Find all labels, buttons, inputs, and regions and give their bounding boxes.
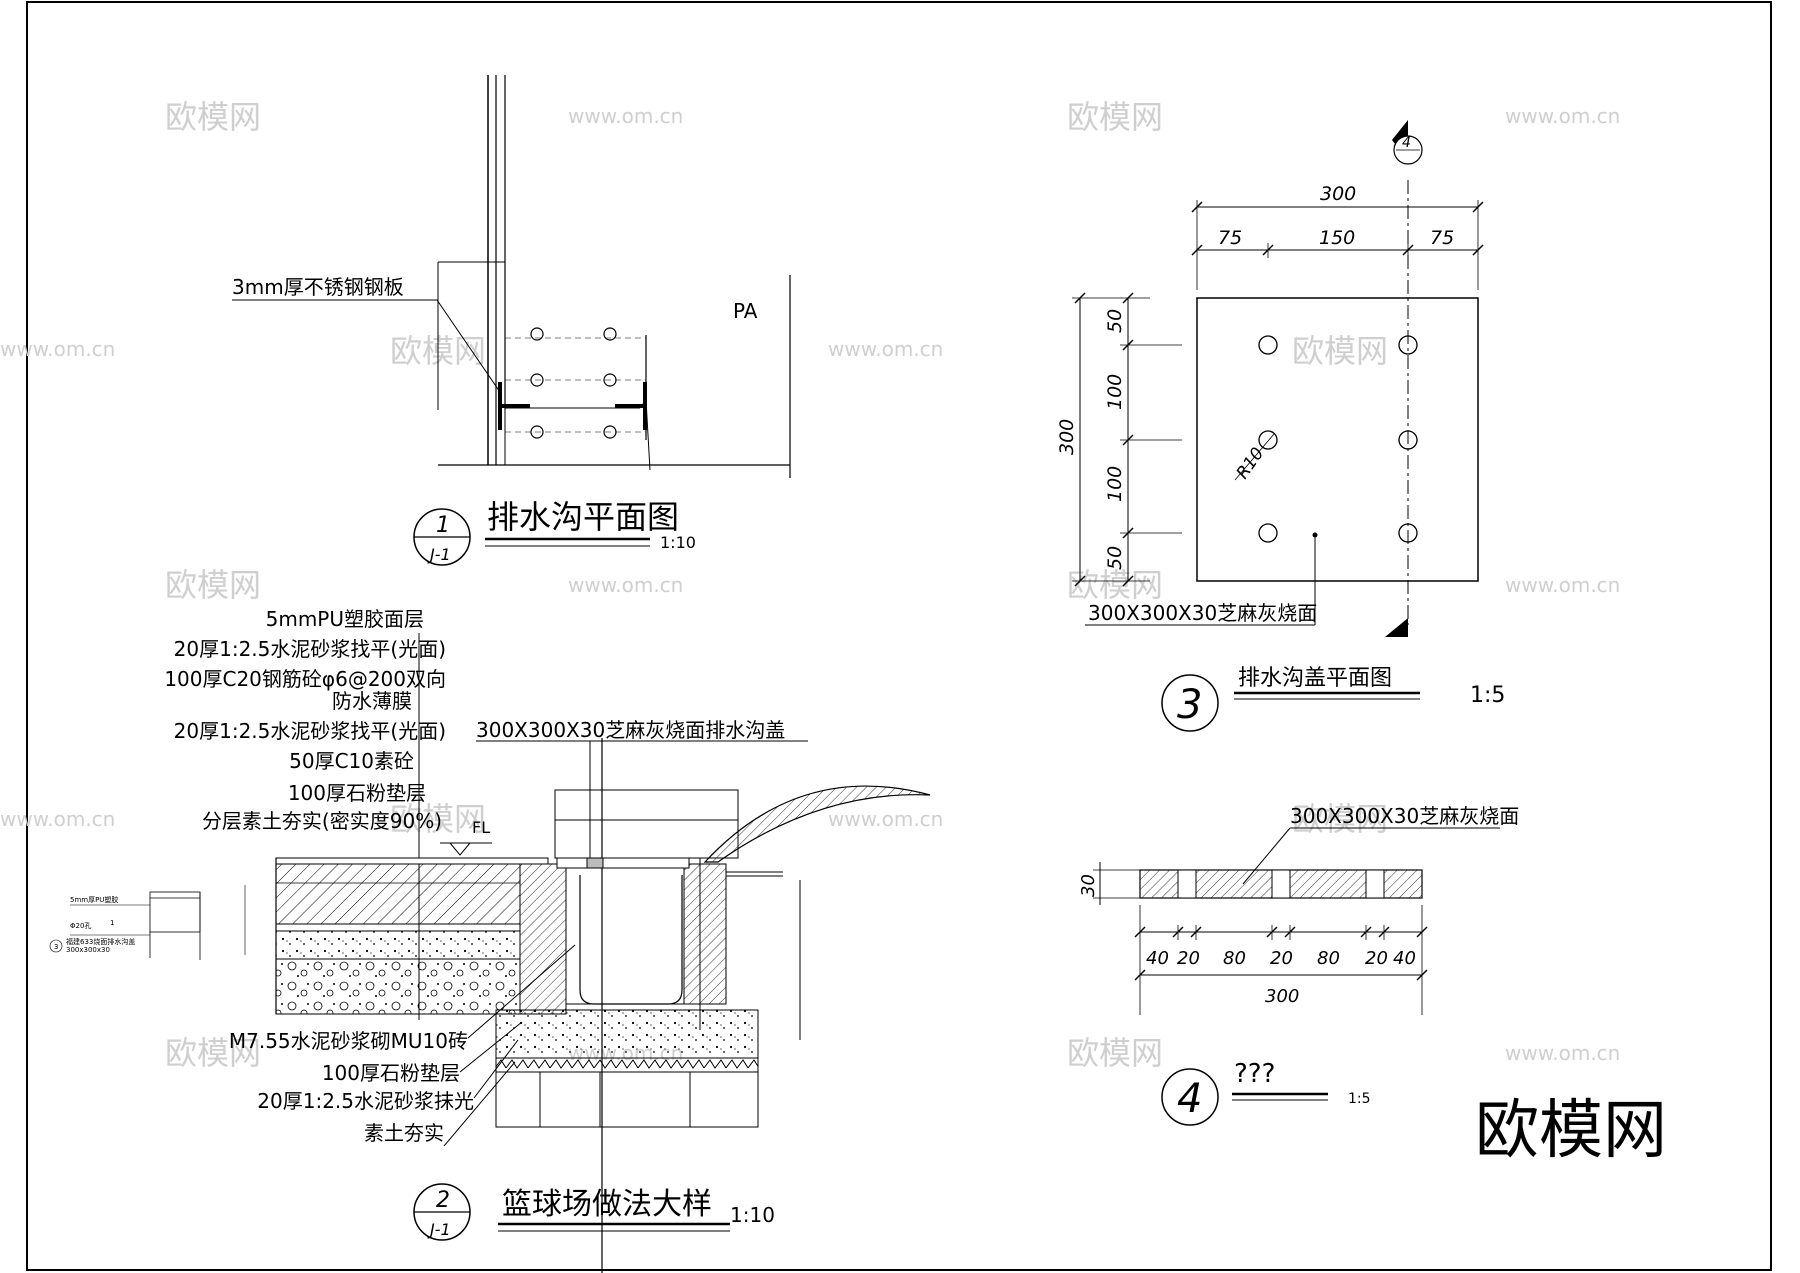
bottom-layer-labels: M7.55水泥砂浆砌MU10砖 100厚石粉垫层 20厚1:2.5水泥砂浆抹光 … — [229, 1029, 474, 1145]
dim-left: 100 — [1104, 466, 1126, 502]
drawing-court-section: 5mmPU塑胶面层 20厚1:2.5水泥砂浆找平(光面) 100厚C20钢筋砼φ… — [49, 607, 931, 1273]
watermark-brand: 欧模网 — [1067, 1034, 1163, 1072]
layer-label: 50厚C10素砼 — [289, 749, 414, 773]
dim-total: 300 — [1265, 986, 1299, 1007]
detail-symbol — [1161, 674, 1219, 732]
drawing-scale: 1:10 — [730, 1203, 775, 1227]
watermark-brand: 欧模网 — [1292, 800, 1388, 838]
dim-width: 20 — [1365, 948, 1388, 969]
mini-inset: 5mm厚PU塑胶 Φ20孔 福建633烧面排水沟盖 300x300x30 1 3 — [49, 885, 246, 960]
detail-number: 4 — [1177, 1076, 1202, 1122]
layer-label: 100厚石粉垫层 — [288, 781, 426, 805]
detail-number: 2 — [436, 1188, 450, 1213]
section-number: 4 — [1402, 135, 1411, 151]
dim-left: 50 — [1104, 309, 1126, 333]
dim-left: 100 — [1104, 374, 1126, 410]
watermark-url: www.om.cn — [1505, 104, 1620, 128]
watermark-layer: 欧模网 欧模网 www.om.cn www.om.cn 欧模网 欧模网 www.… — [0, 98, 1620, 1072]
detail-ref: J-1 — [427, 1220, 451, 1239]
dim-width: 80 — [1317, 948, 1340, 969]
watermark-url: www.om.cn — [0, 337, 115, 361]
drawing-title: ??? — [1234, 1059, 1275, 1089]
cover-label: 300X300X30芝麻灰烧面排水沟盖 — [476, 718, 785, 742]
layer-label: 分层素土夯实(密实度90%) — [202, 809, 442, 833]
dim-width: 80 — [1223, 948, 1246, 969]
drawing-cover-plan: 300 75 150 75 300 50 100 100 50 R10 — [1056, 120, 1505, 732]
mini-label: 5mm厚PU塑胶 — [70, 895, 118, 904]
layer-label: 防水薄膜 — [332, 689, 412, 713]
dim-top: 75 — [1218, 227, 1242, 249]
watermark-url: www.om.cn — [828, 337, 943, 361]
sheet-border — [26, 1, 1772, 1271]
layer-labels: 5mmPU塑胶面层 20厚1:2.5水泥砂浆找平(光面) 100厚C20钢筋砼φ… — [164, 607, 446, 833]
dim-width: 20 — [1177, 948, 1200, 969]
dim-total-left: 300 — [1056, 419, 1078, 455]
watermark-brand: 欧模网 — [1292, 332, 1388, 370]
detail-ref: J-1 — [427, 545, 451, 564]
mini-label: 福建633烧面排水沟盖 — [66, 937, 135, 946]
watermark-brand: 欧模网 — [165, 566, 261, 604]
fl-label: FL — [472, 818, 490, 837]
dim-top: 150 — [1319, 227, 1355, 249]
mini-number: 1 — [110, 919, 114, 927]
watermark-brand: 欧模网 — [1067, 98, 1163, 136]
dim-width: 20 — [1270, 948, 1293, 969]
drawing-cover-section: 300X300X30芝麻灰烧面 30 40 20 80 20 80 20 40 … — [1078, 804, 1519, 1126]
dim-total-top: 300 — [1320, 183, 1356, 205]
watermark-brand: 欧模网 — [1067, 566, 1163, 604]
detail-number: 1 — [436, 513, 450, 538]
watermark-url: www.om.cn — [568, 104, 683, 128]
watermark-url: www.om.cn — [828, 807, 943, 831]
mini-label: Φ20孔 — [70, 922, 91, 930]
plate-label: 3mm厚不锈钢钢板 — [232, 275, 404, 299]
layer-label: M7.55水泥砂浆砌MU10砖 — [229, 1029, 468, 1053]
brand-logo: 欧模网 — [1475, 1094, 1667, 1168]
layer-label: 5mmPU塑胶面层 — [266, 607, 424, 631]
dim-width: 40 — [1146, 948, 1169, 969]
layer-label: 100厚C20钢筋砼φ6@200双向 — [164, 667, 446, 691]
drawing-scale: 1:5 — [1470, 683, 1505, 708]
detail-symbol — [1161, 1068, 1219, 1126]
dim-height: 30 — [1078, 874, 1099, 897]
watermark-brand: 欧模网 — [390, 800, 486, 838]
mini-label: 300x300x30 — [66, 946, 110, 954]
cover-plate — [1196, 297, 1479, 582]
layer-label: 100厚石粉垫层 — [322, 1061, 460, 1085]
radius-label: R10 — [1233, 444, 1269, 483]
material-label: 300X300X30芝麻灰烧面 — [1088, 601, 1317, 625]
watermark-brand: 欧模网 — [165, 1034, 261, 1072]
drawing-title: 排水沟盖平面图 — [1238, 666, 1392, 691]
drawing-scale: 1:5 — [1348, 1091, 1371, 1107]
layer-label: 素土夯实 — [364, 1121, 444, 1145]
drawing-title: 排水沟平面图 — [487, 498, 679, 536]
watermark-url: www.om.cn — [0, 807, 115, 831]
detail-number: 3 — [1177, 682, 1202, 728]
material-label: 300X300X30芝麻灰烧面 — [1290, 804, 1519, 828]
watermark-url: www.om.cn — [568, 573, 683, 597]
dim-top: 75 — [1430, 227, 1454, 249]
drawing-drain-plan: 3mm厚不锈钢钢板 PA 1 J-1 排水沟平面图 1:10 — [232, 75, 791, 566]
watermark-url: www.om.cn — [1505, 1041, 1620, 1065]
layer-label: 20厚1:2.5水泥砂浆找平(光面) — [174, 719, 446, 743]
drawing-scale: 1:10 — [660, 533, 696, 552]
mini-number: 3 — [54, 943, 58, 951]
pa-label: PA — [733, 299, 758, 323]
layer-label: 20厚1:2.5水泥砂浆找平(光面) — [174, 637, 446, 661]
dim-left: 50 — [1104, 546, 1126, 570]
watermark-url: www.om.cn — [1505, 573, 1620, 597]
drawing-title: 篮球场做法大样 — [502, 1187, 712, 1222]
dim-width: 40 — [1393, 948, 1416, 969]
layer-label: 20厚1:2.5水泥砂浆抹光 — [257, 1089, 474, 1113]
watermark-brand: 欧模网 — [165, 98, 261, 136]
